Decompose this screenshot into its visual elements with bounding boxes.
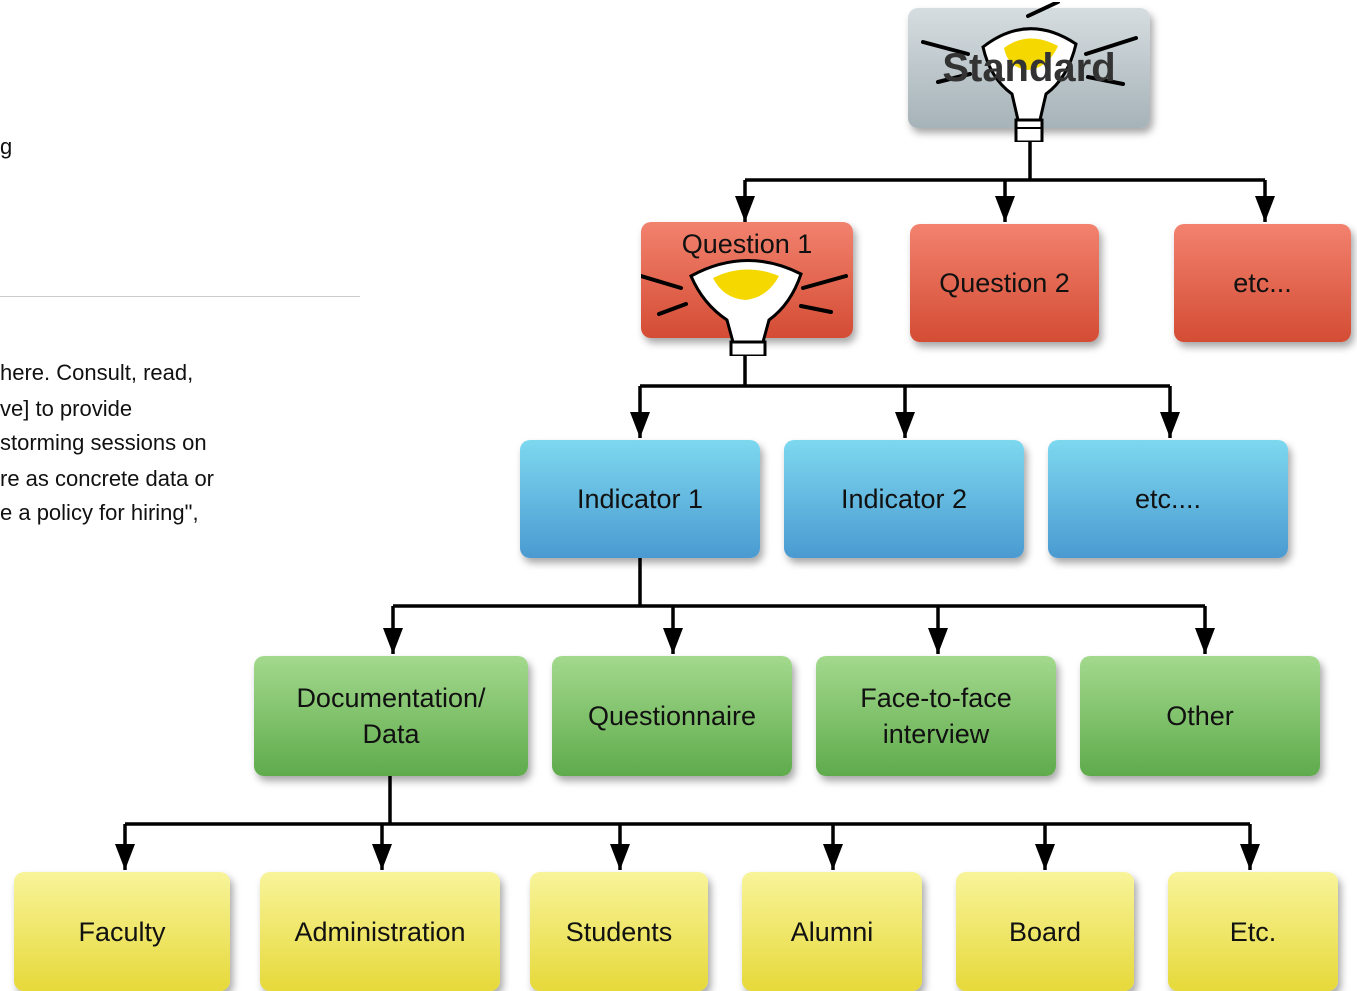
indicator-node-etc: etc.... — [1048, 440, 1288, 558]
standard-label: Standard — [942, 46, 1116, 90]
source-node-students: Students — [530, 872, 708, 991]
question-node-1: Question 1 — [641, 222, 853, 356]
method-node-questionnaire: Questionnaire — [552, 656, 792, 776]
left-text-fragment: e a policy for hiring", — [0, 500, 199, 525]
question-label: Question 2 — [939, 268, 1070, 298]
method-label: Face-to-face interview — [860, 683, 1012, 749]
left-text-fragment: ve] to provide — [0, 396, 133, 421]
question-label: Question 1 — [681, 229, 813, 259]
method-label: Documentation/ Data — [296, 683, 486, 749]
source-label: Faculty — [78, 916, 166, 947]
left-text-fragment: g — [0, 134, 13, 159]
method-label: Other — [1166, 701, 1234, 731]
source-node-administration: Administration — [260, 872, 500, 991]
lightbulb-icon — [921, 2, 1138, 142]
indicator-node-1: Indicator 1 — [520, 440, 760, 558]
source-node-alumni: Alumni — [742, 872, 922, 991]
source-label: Administration — [294, 916, 466, 947]
method-node-interview: Face-to-face interview — [816, 656, 1056, 776]
source-label: Etc. — [1229, 916, 1277, 947]
question-node-etc: etc... — [1174, 224, 1351, 342]
source-label: Board — [1008, 916, 1082, 947]
method-node-documentation: Documentation/ Data — [254, 656, 528, 776]
indicator-label: etc.... — [1134, 484, 1202, 514]
question-node-2: Question 2 — [910, 224, 1099, 342]
standard-node: Standard — [908, 2, 1150, 142]
left-text-fragment: here. Consult, read, — [0, 360, 194, 385]
source-node-board: Board — [956, 872, 1134, 991]
indicator-label: Indicator 2 — [840, 484, 968, 514]
indicator-label: Indicator 1 — [576, 484, 704, 514]
method-label: Questionnaire — [587, 701, 757, 731]
indicator-node-2: Indicator 2 — [784, 440, 1024, 558]
source-label: Alumni — [790, 916, 874, 947]
lightbulb-icon — [641, 259, 848, 356]
method-node-other: Other — [1080, 656, 1320, 776]
source-node-faculty: Faculty — [14, 872, 230, 991]
source-node-etc: Etc. — [1168, 872, 1338, 991]
left-text-fragment: storming sessions on — [0, 430, 207, 455]
source-label: Students — [565, 916, 673, 947]
divider — [0, 296, 360, 297]
left-text-fragment: re as concrete data or — [0, 466, 215, 491]
left-text-panel: g here. Consult, read, ve] to provide st… — [0, 0, 380, 991]
question-label: etc... — [1233, 268, 1292, 298]
